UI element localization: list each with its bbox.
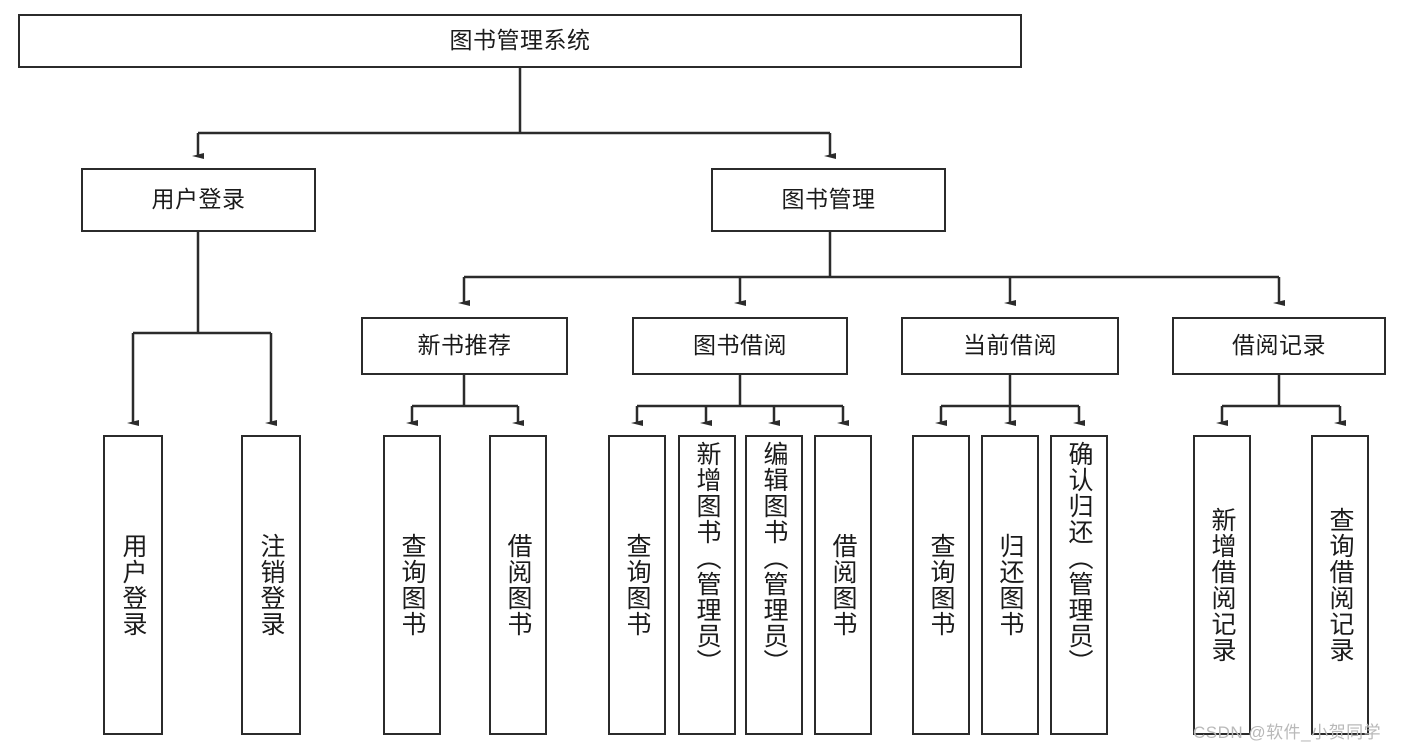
node-label: 注销登录 — [257, 533, 285, 637]
node-book-management[interactable]: 图书管理 — [711, 168, 946, 232]
node-label: 确认归还（管理员） — [1065, 441, 1093, 675]
node-label: 查询借阅记录 — [1326, 507, 1354, 663]
leaf-user-login[interactable]: 用户登录 — [103, 435, 163, 735]
leaf-return-book[interactable]: 归还图书 — [981, 435, 1039, 735]
leaf-borrow-book[interactable]: 借阅图书 — [814, 435, 872, 735]
node-root-library-system[interactable]: 图书管理系统 — [18, 14, 1022, 68]
leaf-add-book-admin[interactable]: 新增图书（管理员） — [678, 435, 736, 735]
csdn-watermark: CSDN @软件_小贺同学 — [1193, 723, 1382, 742]
node-label: 图书管理系统 — [449, 27, 591, 54]
leaf-query-book-borrow[interactable]: 查询图书 — [608, 435, 666, 735]
leaf-user-logout[interactable]: 注销登录 — [241, 435, 301, 735]
node-current-borrow[interactable]: 当前借阅 — [901, 317, 1119, 375]
node-label: 归还图书 — [996, 533, 1024, 637]
leaf-query-book-current[interactable]: 查询图书 — [912, 435, 970, 735]
leaf-edit-book-admin[interactable]: 编辑图书（管理员） — [745, 435, 803, 735]
node-label: 新增借阅记录 — [1208, 507, 1236, 663]
node-label: 新书推荐 — [417, 332, 512, 359]
node-label: 图书管理 — [781, 186, 876, 213]
node-label: 编辑图书（管理员） — [760, 441, 788, 675]
leaf-confirm-return-admin[interactable]: 确认归还（管理员） — [1050, 435, 1108, 735]
node-label: 查询图书 — [927, 533, 955, 637]
node-label: 借阅图书 — [504, 533, 532, 637]
node-label: 新增图书（管理员） — [693, 441, 721, 675]
leaf-add-borrow-record[interactable]: 新增借阅记录 — [1193, 435, 1251, 735]
node-label: 查询图书 — [398, 533, 426, 637]
node-new-book-recommend[interactable]: 新书推荐 — [361, 317, 568, 375]
node-label: 用户登录 — [119, 533, 147, 637]
node-label: 查询图书 — [623, 533, 651, 637]
leaf-borrow-book-recommend[interactable]: 借阅图书 — [489, 435, 547, 735]
node-label: 借阅记录 — [1232, 332, 1326, 359]
node-label: 图书借阅 — [693, 332, 787, 359]
leaf-query-book-recommend[interactable]: 查询图书 — [383, 435, 441, 735]
node-label: 用户登录 — [151, 186, 246, 213]
node-label: 借阅图书 — [829, 533, 857, 637]
leaf-query-borrow-record[interactable]: 查询借阅记录 — [1311, 435, 1369, 735]
node-user-login[interactable]: 用户登录 — [81, 168, 316, 232]
node-label: 当前借阅 — [963, 332, 1057, 359]
node-book-borrow[interactable]: 图书借阅 — [632, 317, 848, 375]
node-borrow-record[interactable]: 借阅记录 — [1172, 317, 1386, 375]
